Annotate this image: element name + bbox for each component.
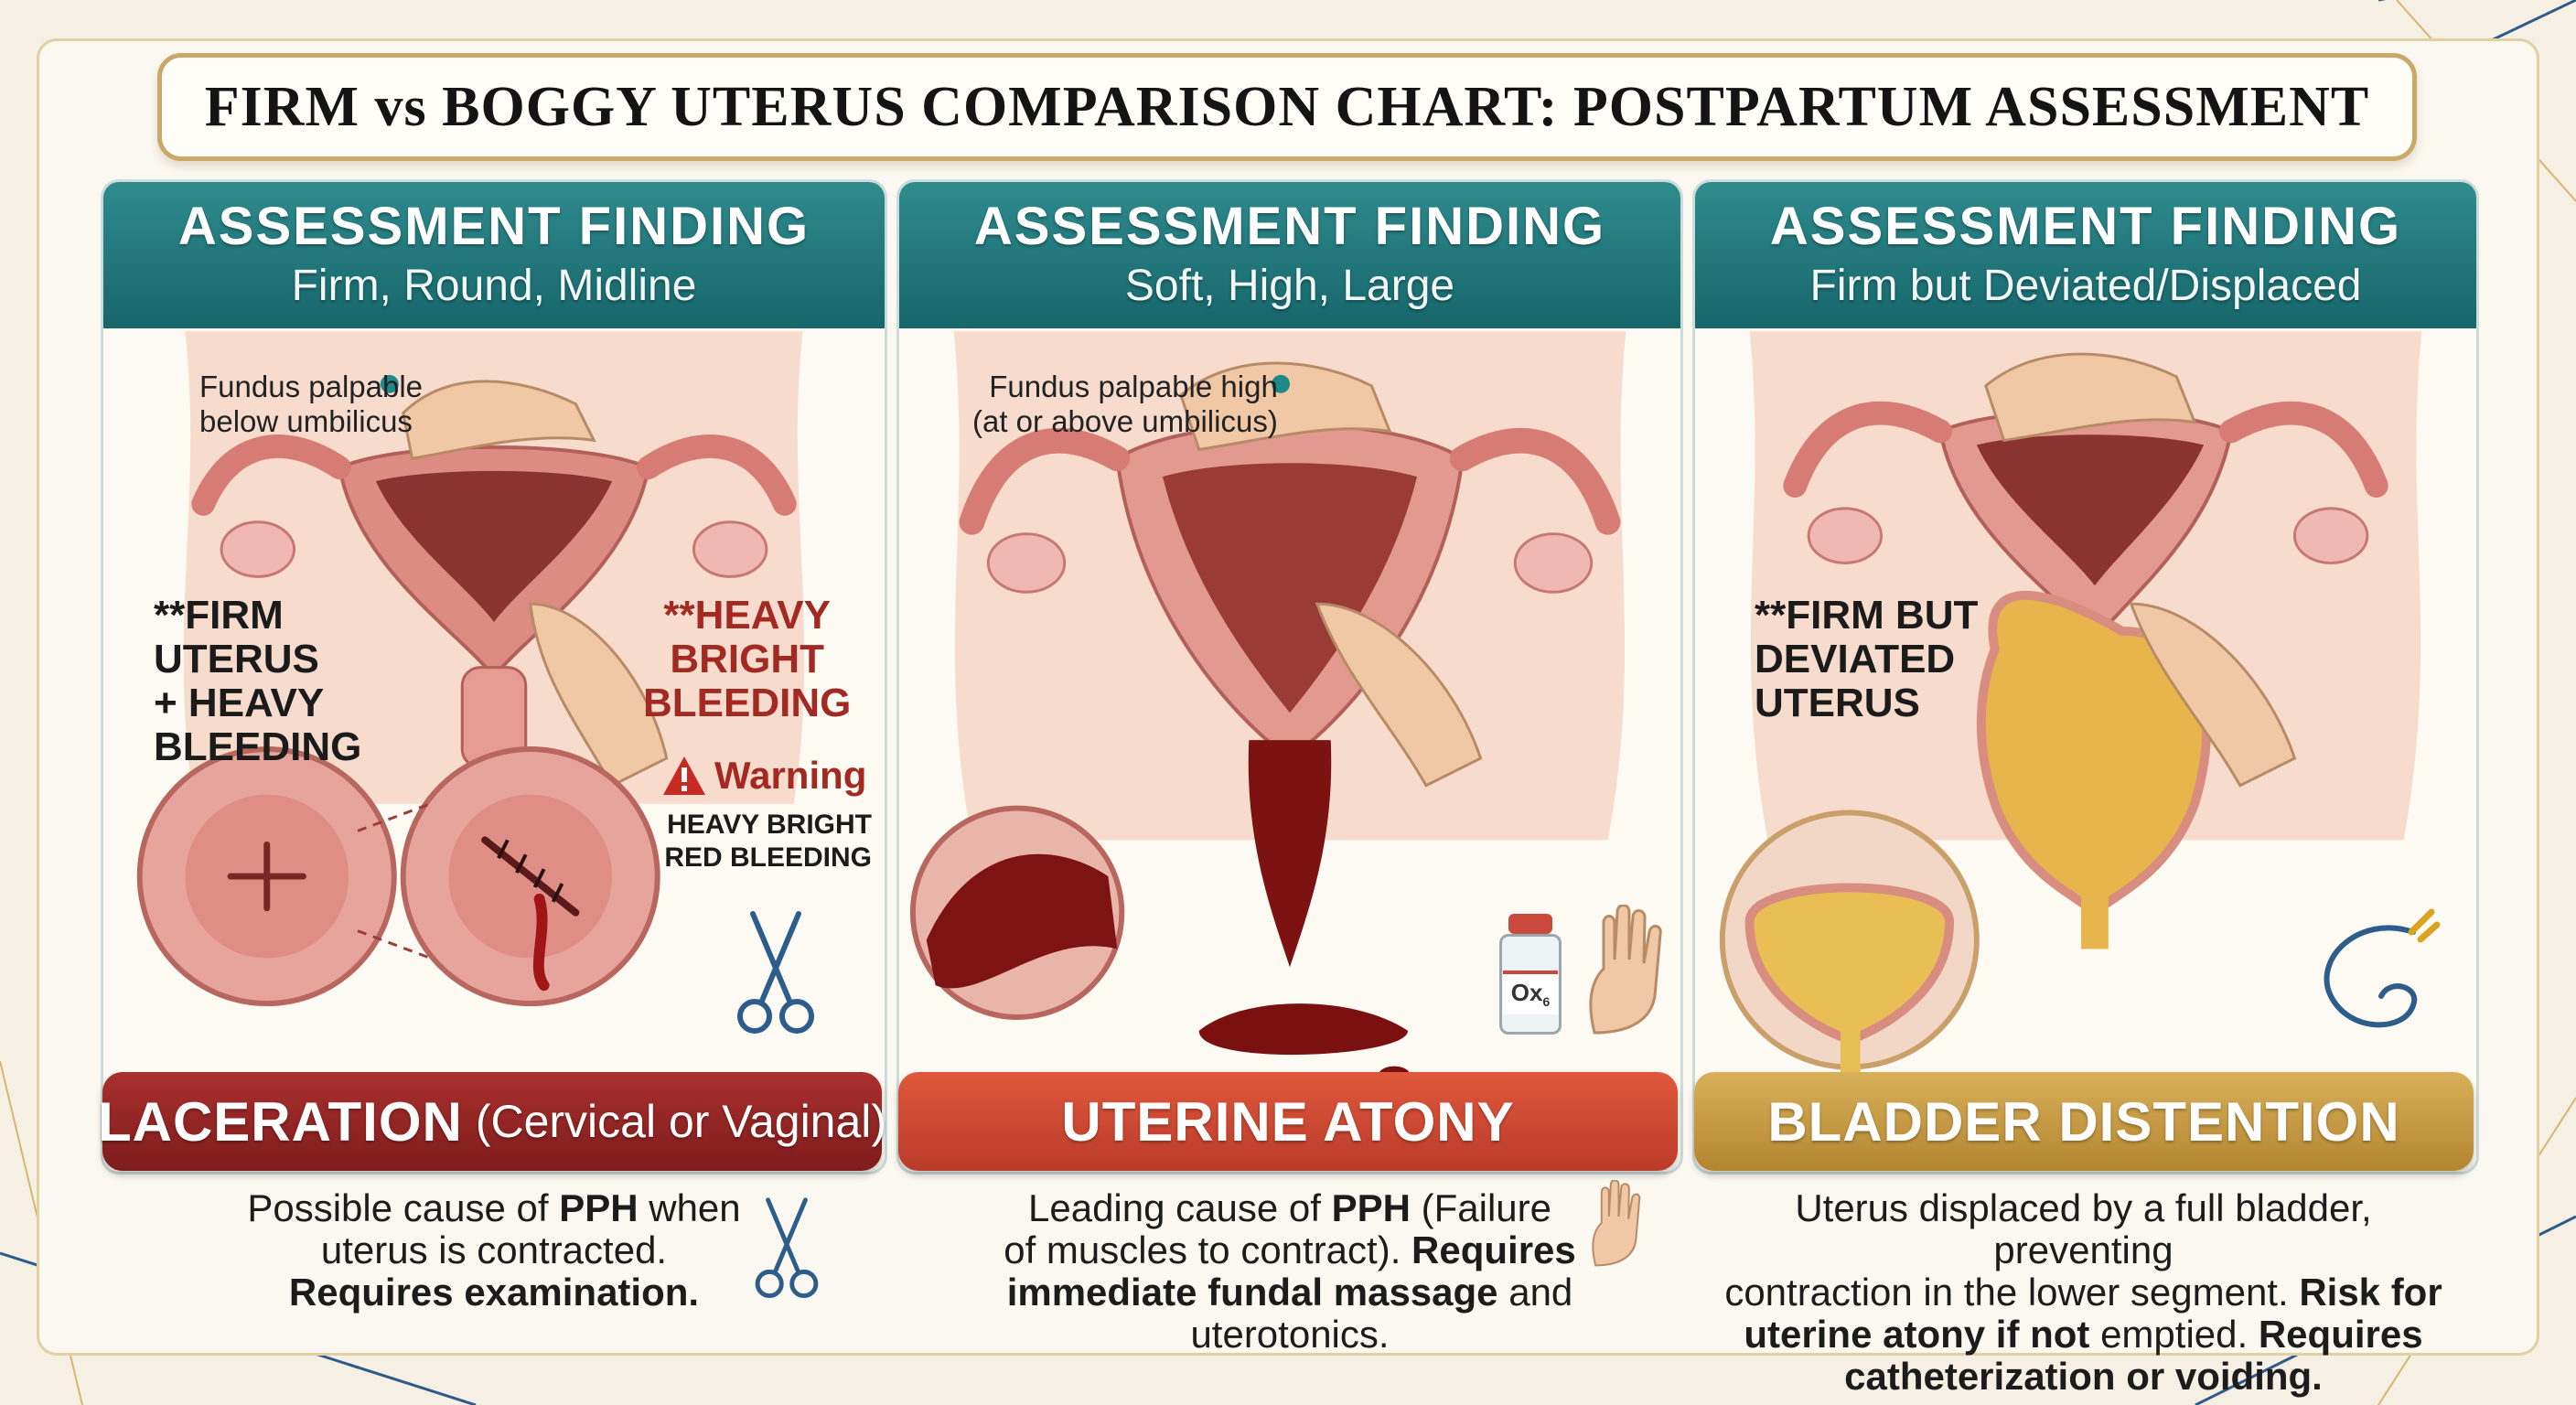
panel-laceration: ASSESSMENT FINDING Firm, Round, Midline …	[101, 179, 887, 1174]
fundus-note-line-2: (at or above umbilicus)	[972, 404, 1278, 438]
warning-text: HEAVY BRIGHT RED BLEEDING	[652, 809, 872, 874]
vial-sub: 6	[1542, 994, 1551, 1010]
bladder-illustration	[1719, 331, 2422, 1095]
desc-text: of muscles to contract).	[1004, 1228, 1412, 1271]
desc-line-2: contraction in the lower segment. Risk f…	[1701, 1271, 2465, 1314]
panel-heading: ASSESSMENT FINDING	[1769, 197, 2402, 256]
desc-line-3: uterine atony if not emptied. Requires	[1701, 1314, 2465, 1356]
callout-line-2: UTERUS	[154, 637, 319, 681]
warning-line-2: RED BLEEDING	[664, 842, 872, 873]
callout-line-4: BLEEDING	[154, 724, 362, 769]
desc-text: (Failure	[1410, 1186, 1551, 1229]
cause-name: BLADDER DISTENTION	[1767, 1090, 2400, 1153]
callout-line-1: **FIRM BUT	[1755, 593, 1979, 638]
scissors-icon	[737, 911, 814, 1034]
hand-icon	[1592, 1180, 1641, 1267]
fundus-note-line-1: Fundus palpable high	[989, 370, 1278, 403]
callout-line-3: UTERUS	[1755, 681, 1920, 725]
desc-line-1: Leading cause of PPH (Failure	[910, 1187, 1669, 1229]
desc-line-2: uterus is contracted.	[320, 1228, 668, 1271]
callout-line-3: + HEAVY	[154, 681, 325, 725]
fundus-note-line-2: below umbilicus	[199, 404, 413, 438]
desc-bold: PPH	[559, 1186, 639, 1229]
desc-bold: PPH	[1331, 1186, 1411, 1229]
panel-finding: Firm but Deviated/Displaced	[1809, 262, 2362, 310]
cause-name: LACERATION	[97, 1090, 463, 1153]
panel-heading: ASSESSMENT FINDING	[177, 197, 810, 256]
desc-line-1: Uterus displaced by a full bladder, prev…	[1795, 1186, 2372, 1271]
panel-header: ASSESSMENT FINDING Soft, High, Large	[899, 182, 1680, 328]
atony-illustration	[909, 331, 1626, 1087]
catheter-icon	[2324, 908, 2441, 1028]
desc-text: Possible cause of	[247, 1186, 560, 1229]
bleed-line-1: **HEAVY	[663, 593, 831, 638]
bleed-line-2: BRIGHT	[670, 637, 824, 681]
fundus-note: Fundus palpable below umbilicus	[199, 370, 423, 439]
hand-icon	[1589, 905, 1662, 1035]
desc-line-3: immediate fundal massage and uterotonics…	[910, 1271, 1669, 1356]
desc-text: Leading cause of	[1028, 1186, 1332, 1229]
panel-finding: Firm, Round, Midline	[291, 262, 697, 310]
desc-line-2: of muscles to contract). Requires	[910, 1229, 1669, 1271]
bladder-distention-banner: BLADDER DISTENTION	[1694, 1072, 2474, 1171]
desc-text: emptied.	[2089, 1313, 2259, 1356]
desc-bold: catheterization or voiding.	[1844, 1355, 2323, 1398]
fundus-note: Fundus palpable high (at or above umbili…	[972, 370, 1278, 439]
uterine-atony-banner: UTERINE ATONY	[898, 1072, 1678, 1171]
callout-line-2: DEVIATED	[1755, 637, 1956, 681]
vial-label: Ox	[1510, 979, 1543, 1006]
deviated-uterus-callout: **FIRM BUT DEVIATED UTERUS	[1755, 594, 1978, 725]
desc-text: contraction in the lower segment.	[1724, 1271, 2300, 1314]
warning-title: Warning	[714, 754, 867, 797]
panel-heading: ASSESSMENT FINDING	[973, 197, 1606, 256]
bladder-description: Uterus displaced by a full bladder, prev…	[1701, 1187, 2465, 1398]
laceration-banner: LACERATION (Cervical or Vaginal)	[98, 1072, 886, 1171]
callout-line-1: **FIRM	[154, 593, 284, 638]
warning-icon	[663, 756, 705, 795]
laceration-illustration	[136, 331, 805, 1007]
scissors-icon	[755, 1197, 819, 1298]
laceration-description: Possible cause of PPH when uterus is con…	[220, 1187, 768, 1314]
fundus-note-line-1: Fundus palpable	[199, 370, 424, 403]
desc-bold: Requires	[1411, 1228, 1576, 1271]
desc-line-3: Requires examination.	[220, 1271, 768, 1314]
panel-header: ASSESSMENT FINDING Firm but Deviated/Dis…	[1695, 182, 2476, 328]
cause-name: UTERINE ATONY	[1061, 1090, 1515, 1153]
heavy-bleeding-callout: **HEAVY BRIGHT BLEEDING	[643, 594, 851, 725]
desc-bold: immediate fundal massage	[1006, 1271, 1498, 1314]
bleed-line-3: BLEEDING	[643, 681, 852, 725]
warning-badge: Warning	[661, 754, 866, 798]
warning-line-1: HEAVY BRIGHT	[667, 810, 872, 840]
desc-bold: Requires	[2258, 1313, 2423, 1356]
desc-bold: Requires examination.	[288, 1271, 700, 1314]
desc-line-4: catheterization or voiding.	[1701, 1356, 2465, 1398]
desc-line-1: Possible cause of PPH when	[220, 1187, 768, 1229]
atony-description: Leading cause of PPH (Failure of muscles…	[910, 1187, 1669, 1356]
panel-header: ASSESSMENT FINDING Firm, Round, Midline	[103, 182, 885, 328]
panel-uterine-atony: ASSESSMENT FINDING Soft, High, Large Fun…	[896, 179, 1683, 1174]
oxytocin-vial-icon: Ox6	[1494, 914, 1567, 1037]
chart-title: FIRM vs BOGGY UTERUS COMPARISON CHART: P…	[204, 75, 2370, 138]
firm-uterus-callout: **FIRM UTERUS + HEAVY BLEEDING	[154, 594, 361, 769]
desc-text: when	[638, 1186, 741, 1229]
panel-bladder-distention: ASSESSMENT FINDING Firm but Deviated/Dis…	[1692, 179, 2479, 1174]
chart-title-box: FIRM vs BOGGY UTERUS COMPARISON CHART: P…	[157, 53, 2417, 161]
desc-bold: uterine atony if not	[1744, 1313, 2090, 1356]
desc-text: and uterotonics.	[1190, 1271, 1573, 1356]
desc-bold: Risk for	[2299, 1271, 2442, 1314]
panel-finding: Soft, High, Large	[1124, 262, 1455, 310]
cause-subtitle: (Cervical or Vaginal)	[475, 1096, 887, 1147]
